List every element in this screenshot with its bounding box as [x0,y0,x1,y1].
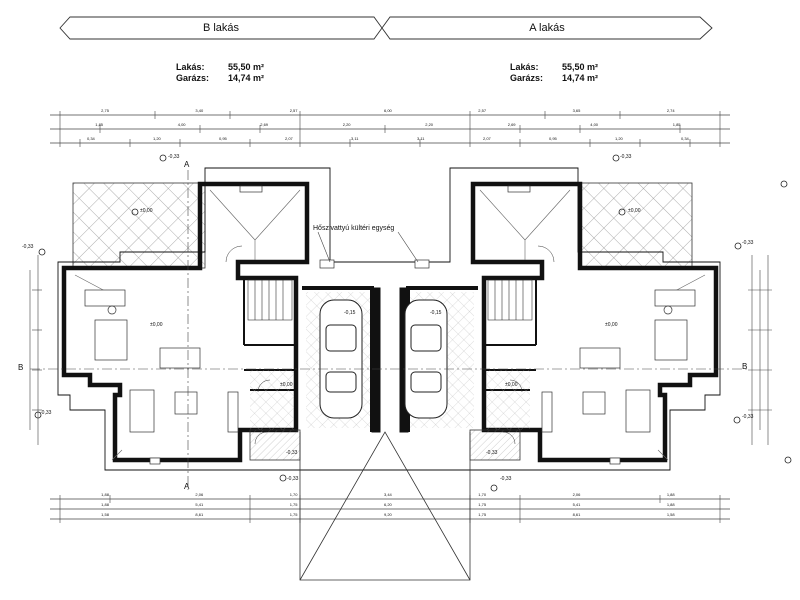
dimension-label: 0,95 [219,136,227,141]
dimension-label: 3,65 [572,108,581,113]
dimension-label: 1,75 [478,502,487,507]
dimension-label: 2,69 [507,122,516,127]
dimension-label: 1,75 [289,502,298,507]
dimension-label: 1,88 [666,492,675,497]
level-label: -0,15 [430,310,442,316]
lakas-value: 55,50 m² [562,62,599,72]
dimension-label: 2,57 [478,108,487,113]
dimension-label: 3,44 [384,492,392,497]
dimension-label: 0,34 [87,136,95,141]
roof-lines [74,189,706,461]
summary-right: Lakás: 55,50 m² Garázs: 14,74 m² [510,62,598,84]
section-mark-top-a: A [184,160,190,169]
level-label: -0,33 [742,414,754,420]
level-label: -0,33 [742,240,754,246]
dimension-label: 4,00 [590,122,599,127]
level-label: -0,33 [620,154,632,160]
dimension-label: 5,41 [195,502,204,507]
dimension-label: 4,00 [177,122,186,127]
garazs-value: 14,74 m² [228,73,265,83]
dimension-label: 9,20 [384,512,392,517]
level-label: ±0,00 [505,382,518,388]
garazs-value: 14,74 m² [562,73,599,83]
level-label: -0,33 [168,154,180,160]
dimension-label: 1,75 [478,512,487,517]
dimension-label: 2,20 [425,122,434,127]
dimension-label: 3,40 [195,108,204,113]
dimension-label: 1,58 [666,512,675,517]
level-label: ±0,00 [628,208,641,214]
lakas-label: Lakás: [176,62,205,72]
banner-right-shape [381,16,713,40]
dimension-label: 8,61 [572,512,581,517]
dimension-label: 1,85 [95,122,104,127]
dimension-label: 1,85 [672,122,681,127]
dimension-label: 6,20 [384,502,392,507]
dimension-label: 3,11 [351,136,359,141]
car-left [319,299,363,419]
dimension-label: 1,20 [615,136,623,141]
dimension-label: 2,57 [289,108,298,113]
vertical-dimension-lines [29,255,772,445]
level-label: -0,33 [40,410,52,416]
car-right [404,299,448,419]
summary-left: Lakás: 55,50 m² Garázs: 14,74 m² [176,62,264,84]
dimension-label: 1,58 [101,512,109,517]
section-mark-right-b: B [742,362,748,371]
stairs [247,279,533,321]
level-label: -0,33 [287,476,299,482]
dimension-label: 2,06 [572,492,581,497]
section-mark-left-b: B [18,363,24,372]
garazs-label: Garázs: [176,73,210,83]
banner-b-lakas: B lakás [60,17,382,39]
dimension-label: 0,34 [681,136,689,141]
level-label: ±0,00 [140,208,153,214]
dimension-label: 2,07 [483,136,491,141]
bottom-dimension-lines [50,495,730,523]
dimension-label: 5,41 [572,502,581,507]
banner-right-label: A lakás [529,22,565,34]
dimension-label: 2,20 [342,122,351,127]
furniture [84,185,696,465]
level-markers [34,154,792,492]
level-label: -0,15 [344,310,356,316]
dimension-label: 1,88 [666,502,675,507]
dimension-label: 6,00 [384,108,392,113]
dimension-label: 1,75 [289,512,298,517]
driveway [249,429,521,581]
banner-a-lakas: A lakás [382,17,712,39]
level-label: -0,33 [22,244,34,250]
heat-pump-leaders [317,231,419,263]
dimension-label: 1,88 [101,492,109,497]
dimension-label: 2,74 [666,108,675,113]
door-swings [225,245,555,445]
dimension-label: 3,11 [417,136,425,141]
dimension-label: 2,69 [260,122,269,127]
dimension-label: 8,61 [195,512,204,517]
top-dimension-lines [50,111,730,147]
dimension-label: 1,70 [478,492,487,497]
garazs-label: Garázs: [510,73,544,83]
lakas-value: 55,50 m² [228,62,265,72]
terraces [72,182,693,269]
level-label: -0,33 [286,450,298,456]
level-label: -0,33 [486,450,498,456]
dimension-label: 0,95 [549,136,557,141]
heat-pump-label: Hőszivattyú kültéri egység [313,225,395,232]
level-label: ±0,00 [150,322,163,328]
level-label: ±0,00 [280,382,293,388]
section-mark-bottom-a: A [184,482,190,491]
level-label: -0,33 [500,476,512,482]
dimension-label: 1,88 [101,502,109,507]
dimension-label: 1,70 [289,492,298,497]
level-label: ±0,00 [605,322,618,328]
dimension-label: 2,75 [101,108,109,113]
dimension-label: 2,06 [195,492,204,497]
dimension-label: 1,20 [153,136,161,141]
dimension-label: 2,07 [285,136,293,141]
lakas-label: Lakás: [510,62,539,72]
banner-left-label: B lakás [202,22,240,34]
